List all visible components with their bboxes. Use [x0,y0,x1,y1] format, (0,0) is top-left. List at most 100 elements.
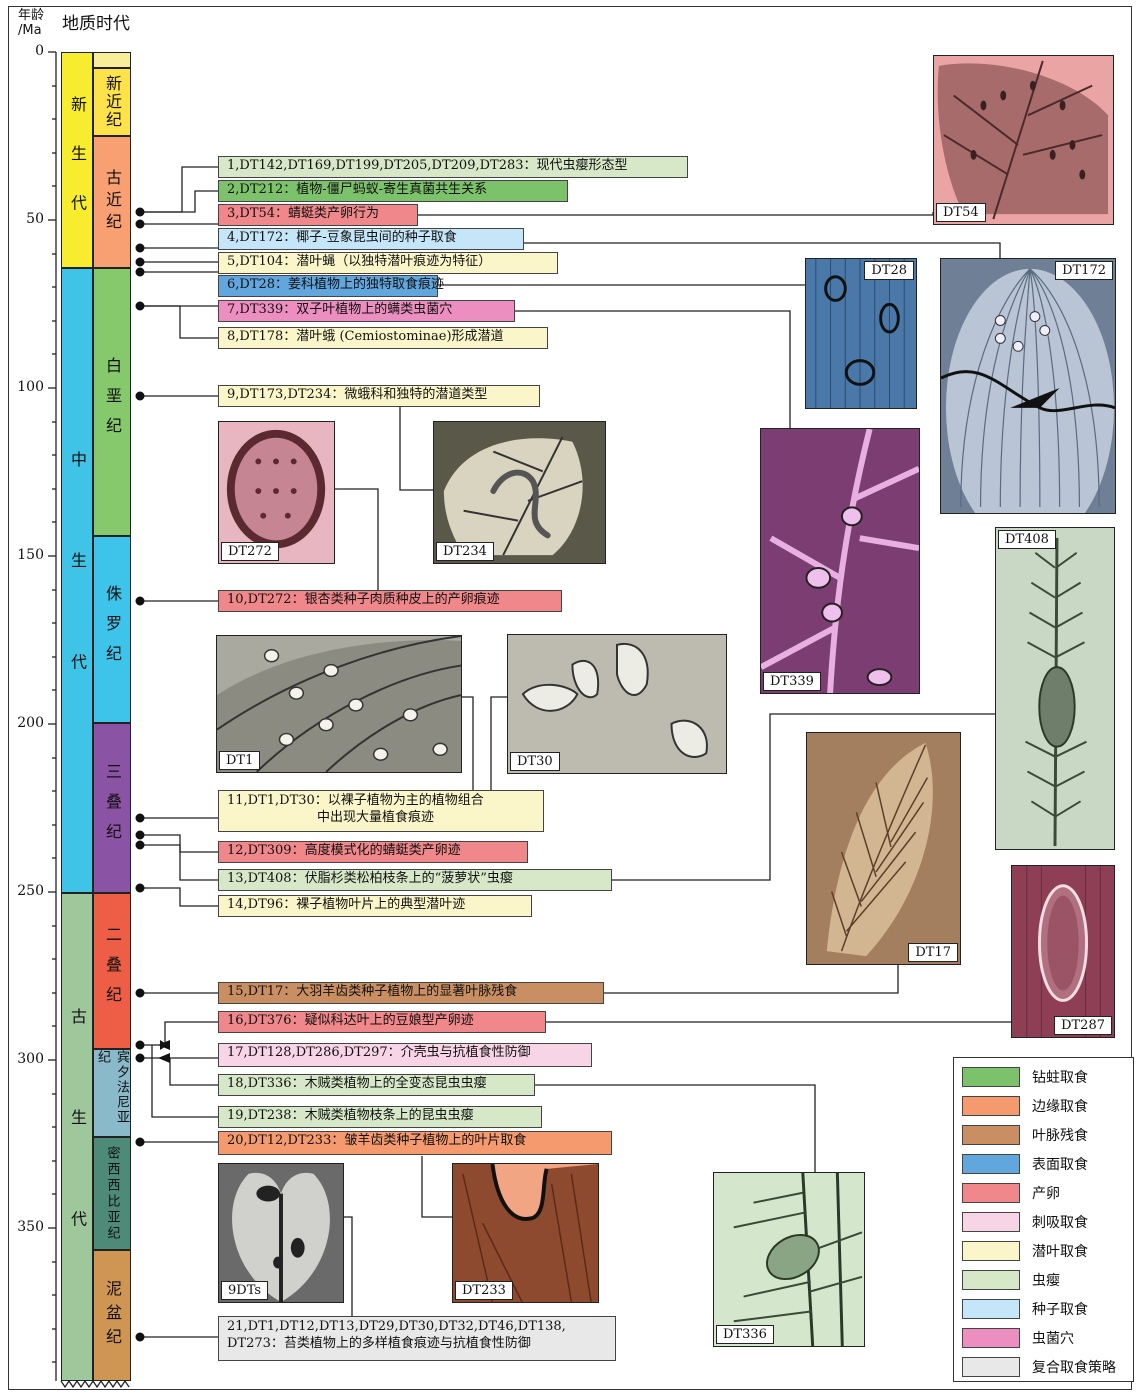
event-2: 2,DT212：植物-僵尸蚂蚁-寄生真菌共生关系 [218,180,568,202]
event-11: 11,DT1,DT30：以裸子植物为主的植物组合 中出现大量植食痕迹 [218,790,544,832]
scale-insect-scar-image [1012,866,1114,1037]
legend-swatch [962,1096,1020,1116]
leaf-with-oviposition-scars-image [934,56,1113,224]
photo-dt339: DT339 [760,428,920,694]
event-text: 11,DT1,DT30：以裸子植物为主的植物组合 [227,792,535,809]
legend-item: 虫菌穴 [962,1327,1074,1349]
event-text: 12,DT309：高度模式化的蜻蜓类产卵迹 [227,843,461,858]
event-text: 3,DT54：蜻蜓类产卵行为 [227,206,379,221]
event-17: 17,DT128,DT286,DT297：介壳虫与抗植食性防御 [218,1043,592,1067]
coconut-seed-image [941,259,1115,513]
photo-label: DT336 [716,1325,774,1344]
legend-swatch [962,1241,1020,1261]
event-5: 5,DT104：潜叶蝇（以独特潜叶痕迹为特征） [218,252,558,274]
photo-label: DT28 [864,261,914,280]
event-text: 15,DT17：大羽羊齿类种子植物上的显著叶脉残食 [227,984,517,999]
legend-item: 种子取食 [962,1298,1088,1320]
event-19: 19,DT238：木贼类植物枝条上的昆虫虫瘿 [218,1106,542,1128]
photo-label: DT339 [763,672,821,691]
photo-dt287: DT287 [1011,865,1115,1038]
legend-swatch [962,1299,1020,1319]
legend: 钻蛀取食 边缘取食 叶脉残食 表面取食 产卵 刺吸取食 潜叶取食 虫瘿 种子取食… [953,1057,1134,1382]
photo-label: DT287 [1054,1016,1112,1035]
conifer-shoot-gall-image [996,528,1114,849]
legend-item: 虫瘿 [962,1269,1060,1291]
legend-label: 复合取食策略 [1032,1357,1116,1377]
legend-item: 叶脉残食 [962,1124,1088,1146]
event-12: 12,DT309：高度模式化的蜻蜓类产卵迹 [218,841,528,863]
event-4: 4,DT172：椰子-豆象昆虫间的种子取食 [218,228,524,250]
photo-label: DT1 [219,751,260,770]
event-20: 20,DT12,DT233：皱羊齿类种子植物上的叶片取食 [218,1131,612,1155]
photo-dt172: DT172 [940,258,1116,514]
photo-dt408: DT408 [995,527,1115,850]
photo-label: DT30 [510,752,560,771]
photo-label: DT408 [998,530,1056,549]
event-text: 20,DT12,DT233：皱羊齿类种子植物上的叶片取食 [227,1133,526,1148]
mite-domatia-image [761,429,919,693]
event-14: 14,DT96：裸子植物叶片上的典型潜叶迹 [218,895,532,917]
photo-label: DT272 [221,542,279,561]
legend-item: 表面取食 [962,1153,1088,1175]
legend-label: 钻蛀取食 [1032,1067,1088,1087]
event-text: 19,DT238：木贼类植物枝条上的昆虫虫瘿 [227,1108,474,1123]
photo-label: DT234 [436,542,494,561]
photo-dt1: DT1 [216,635,462,773]
photo-label: DT54 [936,203,986,222]
photo-dt54: DT54 [933,55,1114,225]
legend-label: 种子取食 [1032,1299,1088,1319]
event-text: 10,DT272：银杏类种子肉质种皮上的产卵痕迹 [227,592,500,607]
legend-swatch [962,1270,1020,1290]
legend-label: 表面取食 [1032,1154,1088,1174]
photo-dt28: DT28 [805,258,917,409]
photo-dt272: DT272 [218,421,335,564]
legend-item: 产卵 [962,1182,1060,1204]
event-text: 21,DT1,DT12,DT13,DT29,DT30,DT32,DT46,DT1… [227,1318,607,1335]
legend-label: 产卵 [1032,1183,1060,1203]
event-text: 16,DT376：疑似科达叶上的豆娘型产卵迹 [227,1013,474,1028]
horsetail-gall-image [714,1173,864,1346]
event-text-line2: DT273：苔类植物上的多样植食痕迹与抗植食性防御 [227,1335,607,1352]
vein-skeletonization-image [807,733,960,964]
event-8: 8,DT178：潜叶蛾 (Cemiostominae)形成潜道 [218,327,548,349]
photo-label: DT233 [455,1281,513,1300]
event-9: 9,DT173,DT234：微蛾科和独特的潜道类型 [218,385,540,407]
legend-swatch [962,1125,1020,1145]
event-7: 7,DT339：双子叶植物上的螨类虫菌穴 [218,300,515,322]
event-text-line2: 中出现大量植食痕迹 [227,809,535,826]
event-text: 8,DT178：潜叶蛾 (Cemiostominae)形成潜道 [227,329,504,344]
legend-swatch [962,1328,1020,1348]
legend-label: 刺吸取食 [1032,1212,1088,1232]
legend-label: 虫菌穴 [1032,1328,1074,1348]
event-text: 17,DT128,DT286,DT297：介壳虫与抗植食性防御 [227,1045,531,1060]
legend-swatch [962,1154,1020,1174]
event-text: 5,DT104：潜叶蝇（以独特潜叶痕迹为特征） [227,254,491,269]
photo-label: DT172 [1055,261,1113,280]
legend-label: 虫瘿 [1032,1270,1060,1290]
event-text: 4,DT172：椰子-豆象昆虫间的种子取食 [227,230,457,245]
event-text: 1,DT142,DT169,DT199,DT205,DT209,DT283：现代… [227,158,628,173]
photo-dt30: DT30 [507,634,727,774]
event-1: 1,DT142,DT169,DT199,DT205,DT209,DT283：现代… [218,156,688,178]
event-text: 18,DT336：木贼类植物上的全变态昆虫虫瘿 [227,1076,487,1091]
event-text: 14,DT96：裸子植物叶片上的典型潜叶迹 [227,897,465,912]
photo-label: 9DTs [221,1281,268,1300]
photo-dt233: DT233 [452,1163,599,1303]
event-text: 9,DT173,DT234：微蛾科和独特的潜道类型 [227,387,487,402]
photo-dt17: DT17 [806,732,961,965]
legend-label: 边缘取食 [1032,1096,1088,1116]
legend-item: 钻蛀取食 [962,1066,1088,1088]
photo-9dts: 9DTs [218,1163,344,1303]
event-text: 6,DT28：姜科植物上的独特取食痕迹 [227,277,444,292]
legend-label: 叶脉残食 [1032,1125,1088,1145]
legend-item: 边缘取食 [962,1095,1088,1117]
legend-item: 潜叶取食 [962,1240,1088,1262]
event-text: 7,DT339：双子叶植物上的螨类虫菌穴 [227,302,452,317]
event-21: 21,DT1,DT12,DT13,DT29,DT30,DT32,DT46,DT1… [218,1316,616,1361]
event-6: 6,DT28：姜科植物上的独特取食痕迹 [218,275,438,297]
event-18: 18,DT336：木贼类植物上的全变态昆虫虫瘿 [218,1074,535,1096]
legend-swatch [962,1212,1020,1232]
surface-feeding-marks-image [806,259,916,408]
event-10: 10,DT272：银杏类种子肉质种皮上的产卵痕迹 [218,590,562,612]
event-text: 13,DT408：伏脂杉类松柏枝条上的“菠萝状”虫瘿 [227,871,513,886]
